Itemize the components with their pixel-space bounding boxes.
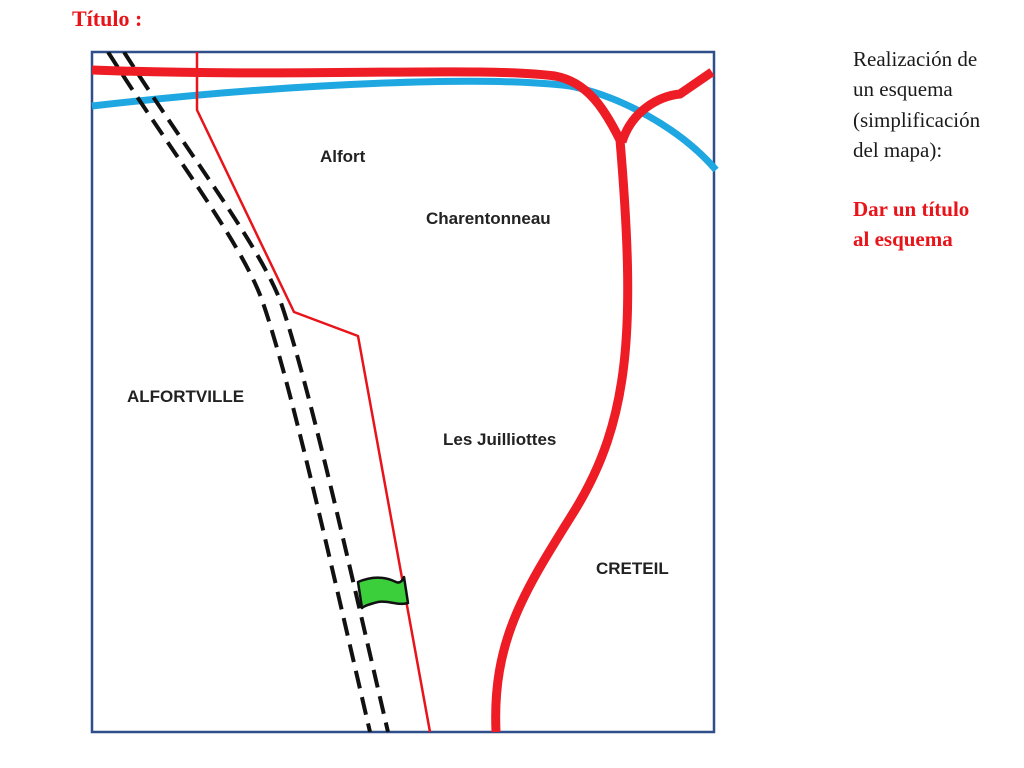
description-text: Realización de un esquema (simplificació… bbox=[853, 44, 1021, 166]
place-label-charentonneau: Charentonneau bbox=[426, 209, 551, 228]
place-label-alfortville: ALFORTVILLE bbox=[127, 387, 244, 406]
flag-icon bbox=[356, 575, 410, 610]
description-line: (simplificación bbox=[853, 107, 981, 132]
task-line: Dar un título bbox=[853, 196, 970, 221]
place-label-juilliottes: Les Juilliottes bbox=[443, 430, 556, 449]
railway-track-left bbox=[106, 52, 372, 732]
motorway-north bbox=[91, 65, 625, 143]
railway-track-right bbox=[122, 52, 390, 732]
place-label-alfort: Alfort bbox=[320, 147, 366, 166]
side-panel: Realización de un esquema (simplificació… bbox=[853, 44, 1021, 255]
railway bbox=[106, 52, 390, 732]
title-label: Título : bbox=[72, 6, 143, 31]
motorway-east bbox=[617, 68, 715, 144]
place-label-creteil: CRETEIL bbox=[596, 559, 669, 578]
description-line: del mapa): bbox=[853, 138, 943, 163]
river bbox=[91, 77, 719, 173]
description-line: un esquema bbox=[853, 77, 953, 102]
map-frame bbox=[90, 50, 716, 734]
task-text: Dar un título al esquema bbox=[853, 194, 1021, 255]
secondary-road bbox=[195, 52, 432, 733]
description-line: Realización de bbox=[853, 47, 978, 71]
main-road-south bbox=[491, 139, 633, 733]
task-line: al esquema bbox=[853, 227, 953, 252]
